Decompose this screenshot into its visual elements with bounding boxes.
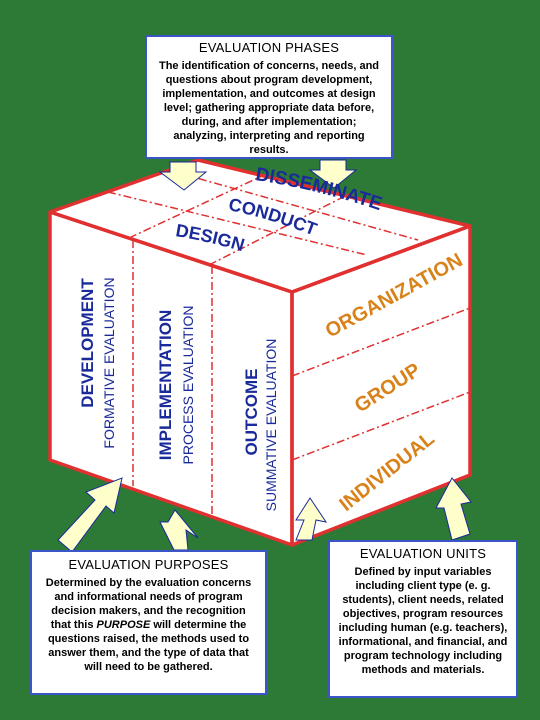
front-col-3-sub: SUMMATIVE EVALUATION: [263, 339, 279, 512]
evaluation-phases-box: EVALUATION PHASES The identification of …: [145, 35, 393, 159]
arrow-group: [57, 159, 472, 553]
purposes-body-post: will determine the questions raised, the…: [47, 619, 250, 673]
arrow-units-right: [435, 477, 472, 541]
front-col-1-main: DEVELOPMENT: [78, 278, 97, 408]
cube-front-face: [50, 212, 292, 545]
arrow-purposes-left: [57, 477, 123, 553]
cube-top-face: [50, 160, 470, 292]
front-col-3-main: OUTCOME: [242, 369, 261, 456]
purposes-body: Determined by the evaluation concerns an…: [40, 576, 257, 674]
phases-body: The identification of concerns, needs, a…: [158, 60, 380, 156]
purposes-body-pre: Determined by the evaluation concerns an…: [45, 577, 252, 631]
evaluation-purposes-box: EVALUATION PURPOSES Determined by the ev…: [30, 550, 267, 695]
units-body: Defined by input variables including cli…: [338, 566, 508, 676]
purposes-title: EVALUATION PURPOSES: [68, 557, 229, 572]
phases-title: EVALUATION PHASES: [198, 40, 340, 55]
arrow-units-left: [295, 497, 328, 541]
front-col-2-sub: PROCESS EVALUATION: [180, 306, 196, 465]
top-grid-lines: [107, 169, 471, 515]
front-col-1-sub: FORMATIVE EVALUATION: [101, 277, 117, 448]
purposes-body-emphasis: PURPOSE: [96, 619, 151, 631]
front-col-2-main: IMPLEMENTATION: [156, 310, 175, 460]
evaluation-units-box: EVALUATION UNITS Defined by input variab…: [328, 540, 518, 698]
cube-outline: [48, 158, 472, 547]
arrow-phases-left: [158, 161, 208, 191]
arrow-phases-right: [308, 159, 358, 189]
cube-side-face: [292, 226, 470, 545]
arrow-purposes-right: [159, 509, 199, 551]
units-title: EVALUATION UNITS: [359, 546, 487, 561]
